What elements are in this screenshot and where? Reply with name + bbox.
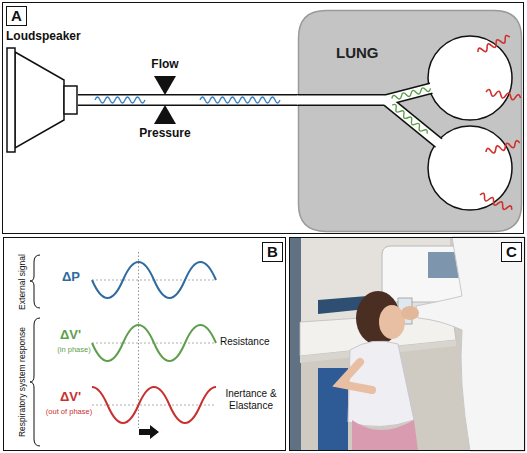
- clinician-coat: [416, 237, 525, 451]
- lung-outline: [299, 11, 522, 232]
- mouthpiece-filter: [398, 298, 412, 324]
- child-hair: [356, 291, 400, 345]
- child-shirt: [348, 341, 414, 426]
- airway-wall: [298, 87, 436, 100]
- valve-triangle: [154, 76, 176, 95]
- speaker-shape: [6, 30, 78, 170]
- pressure-wave: [92, 262, 216, 298]
- signal-symbol: ΔP: [62, 270, 90, 285]
- lung-region: LUNG: [298, 10, 522, 232]
- signal-symbol: ΔV': [60, 328, 90, 343]
- alveolus-outline: [428, 126, 512, 210]
- airway-wall: [386, 100, 440, 144]
- airway-lumen: [297, 87, 436, 100]
- airway-oscillation: [391, 86, 431, 101]
- child-arm: [340, 362, 372, 390]
- group-label: External signal: [16, 242, 28, 322]
- tissue-oscillation: [485, 140, 520, 155]
- signal-note: (in phase): [52, 346, 96, 355]
- lung-shape: [298, 10, 522, 232]
- zero-line: [92, 280, 216, 281]
- signal-name: Pressure: [125, 127, 205, 141]
- figure-panel: B: [3, 237, 286, 451]
- brace: [30, 318, 40, 446]
- zero-line: [92, 405, 216, 406]
- airway-lumen: [78, 96, 298, 105]
- alveolus-space: [430, 128, 511, 209]
- group-label: Respiratory system response: [16, 312, 28, 452]
- component-property: Inertance & Elastance: [220, 388, 282, 411]
- wall: [300, 237, 450, 337]
- loudspeaker: Loudspeaker: [6, 30, 78, 170]
- door-frame: [289, 237, 301, 451]
- tissue-oscillation: [477, 34, 511, 54]
- airway-lumen: [386, 100, 440, 144]
- organ-label: LUNG: [336, 44, 379, 61]
- out-of-phase-flow-wave: [92, 387, 216, 423]
- figure-panel: C: [289, 237, 525, 451]
- device-arm: [318, 294, 396, 314]
- component-label: Loudspeaker: [6, 30, 81, 44]
- tissue-oscillation: [479, 192, 513, 212]
- valve-triangle: [154, 105, 176, 124]
- tissue-oscillation: [485, 89, 521, 101]
- phase-reference-line: [138, 252, 139, 428]
- panel-letter: B: [262, 242, 283, 262]
- photo-background: [289, 237, 525, 451]
- airway-tube: [78, 94, 298, 106]
- signal-symbol: ΔV': [60, 390, 90, 405]
- airway-oscillation: [391, 103, 429, 135]
- clinician-hand: [401, 306, 419, 320]
- child-face: [379, 305, 405, 339]
- device-body: [382, 246, 468, 302]
- zero-line: [92, 343, 216, 344]
- in-phase-flow-wave: [92, 325, 216, 361]
- alveolus-space: [430, 38, 511, 119]
- signal-note: (out of phase): [40, 408, 98, 417]
- signal-name: Flow: [135, 58, 195, 72]
- figure-panel: A LoudspeakerLUNG: [2, 2, 524, 234]
- child-legs: [352, 420, 418, 451]
- pressure-oscillation: [95, 97, 145, 103]
- phase-shift-arrow: [139, 425, 159, 439]
- alveolus-outline: [428, 36, 512, 120]
- speaker-plate: [7, 48, 15, 152]
- edge-group: [78, 100, 298, 101]
- panel-letter: A: [6, 6, 27, 26]
- table-top: [300, 312, 456, 356]
- speaker-magnet: [64, 86, 77, 114]
- device-screen: [428, 252, 462, 278]
- chair: [318, 368, 348, 451]
- table-edge: [300, 340, 456, 363]
- panel-letter: C: [501, 242, 522, 262]
- brace: [30, 255, 40, 308]
- speaker-cone: [15, 52, 64, 148]
- component-property: Resistance: [220, 336, 280, 348]
- pressure-oscillation: [200, 97, 280, 103]
